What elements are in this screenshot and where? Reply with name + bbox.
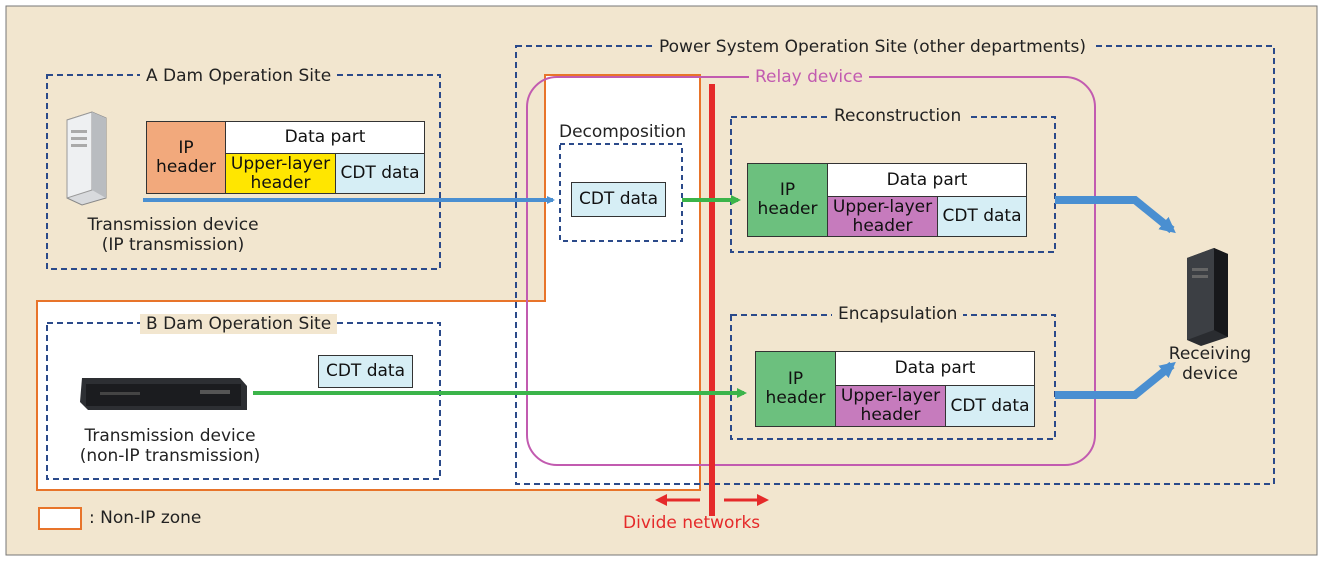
reconstruction-title: Reconstruction bbox=[828, 106, 968, 126]
cdt-data-block: CDT data bbox=[335, 153, 425, 194]
server-tower-icon bbox=[66, 111, 107, 206]
output-arrow-upper bbox=[1055, 196, 1176, 234]
b-dam-site-frame bbox=[46, 322, 441, 480]
tx-ip-label: Transmission device (IP transmission) bbox=[68, 215, 278, 255]
output-arrow-lower bbox=[1055, 361, 1176, 399]
encapsulated-data-part: Data part bbox=[835, 351, 1035, 386]
reconstructed-upper-layer-header: Upper-layer header bbox=[827, 196, 938, 237]
reconstructed-cdt-data: CDT data bbox=[937, 196, 1027, 237]
a-dam-site-title: A Dam Operation Site bbox=[140, 66, 338, 86]
reconstructed-data-part: Data part bbox=[827, 163, 1027, 197]
power-system-site-frame bbox=[515, 45, 1275, 485]
encapsulated-ip-header: IP header bbox=[755, 351, 836, 427]
decomposition-frame bbox=[559, 143, 683, 242]
tx-nonip-name: Transmission device bbox=[84, 426, 256, 446]
reconstructed-ip-header: IP header bbox=[747, 163, 828, 237]
a-dam-site-frame bbox=[46, 74, 441, 270]
decomposition-title: Decomposition bbox=[557, 122, 689, 143]
power-system-site-title: Power System Operation Site (other depar… bbox=[653, 37, 1093, 57]
encapsulated-upper-layer-header: Upper-layer header bbox=[835, 385, 946, 427]
b-dam-site-title: B Dam Operation Site bbox=[140, 314, 338, 334]
tx-ip-name: Transmission device bbox=[87, 215, 259, 235]
legend-label: : Non-IP zone bbox=[89, 508, 202, 528]
ip-header-block: IP header bbox=[146, 121, 226, 194]
legend-swatch bbox=[38, 507, 82, 530]
relay-device-title: Relay device bbox=[749, 67, 869, 87]
rack-device-icon bbox=[80, 378, 247, 410]
data-part-block: Data part bbox=[225, 121, 425, 154]
upper-layer-header-block: Upper-layer header bbox=[225, 153, 336, 194]
b-dam-cdt-data: CDT data bbox=[318, 355, 413, 388]
tx-ip-sub: (IP transmission) bbox=[101, 234, 245, 255]
receiving-server-icon bbox=[1187, 248, 1228, 346]
receiving-device-label: Receiving device bbox=[1168, 344, 1252, 384]
decomposed-cdt-data: CDT data bbox=[571, 182, 666, 217]
encapsulated-cdt-data: CDT data bbox=[945, 385, 1035, 427]
divide-networks-label: Divide networks bbox=[623, 513, 761, 533]
encapsulation-title: Encapsulation bbox=[832, 304, 964, 324]
tx-nonip-sub: (non-IP transmission) bbox=[79, 445, 261, 466]
tx-nonip-label: Transmission device (non-IP transmission… bbox=[65, 426, 275, 466]
